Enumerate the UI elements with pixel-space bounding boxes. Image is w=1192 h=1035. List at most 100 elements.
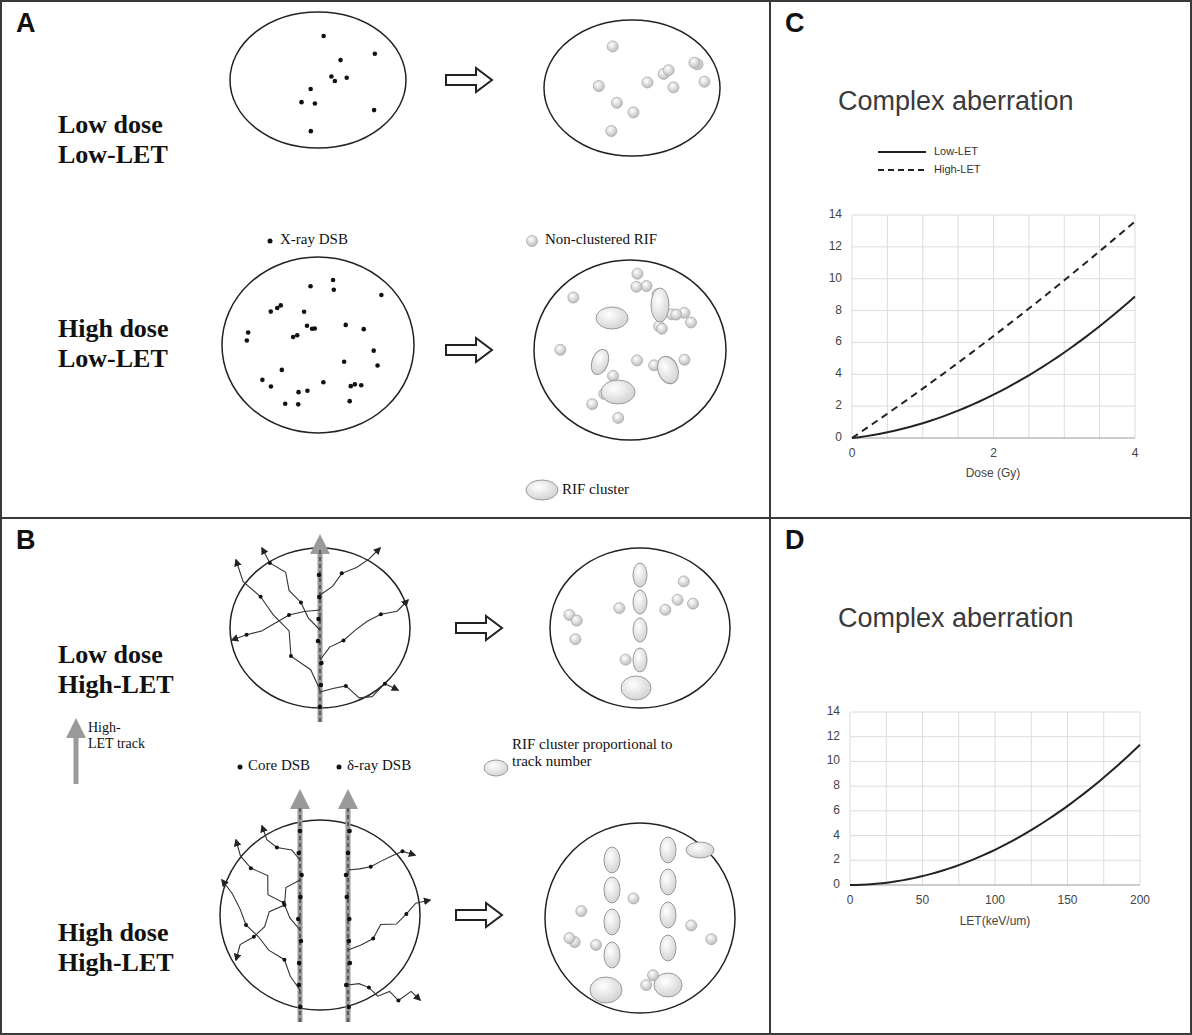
dsb-dot [337,765,342,770]
legend-line-sample [878,169,926,171]
dsb-dot [313,101,318,106]
dsb-dot [329,74,334,79]
dsb-dot [331,278,336,283]
rif-cluster [660,869,676,895]
dsb-dot [369,865,373,869]
process-arrow [456,616,502,640]
rif-cluster [604,909,620,935]
rif-focus [641,980,652,991]
key-text: δ-ray DSB [347,757,411,774]
dsb-dot [299,600,303,604]
dsb-dot [310,327,315,332]
rif-cluster [484,760,508,776]
dsb-dot [347,399,352,404]
chart-grid [852,215,1135,438]
dsb-dot [371,937,375,941]
dsb-dot [343,323,348,328]
dsb-dot [282,903,286,907]
tick-label: 14 [827,705,840,719]
tick-label: 12 [827,730,840,744]
rif-focus [706,934,717,945]
dsb-dot [317,573,322,578]
dsb-dot [296,851,301,856]
panel-letter: C [785,8,805,39]
chart-title: Complex aberration [838,86,1074,117]
dsb-dot [268,561,272,565]
rif-cluster [633,648,647,672]
condition-label: High dose Low-LET [58,314,218,374]
delta-ray [348,851,415,870]
key-text: High-LET track [88,720,146,752]
dsb-dot [361,327,366,332]
delta-ray [232,610,320,640]
dsb-dot [347,829,352,834]
rif-focus [660,604,671,615]
delta-ray [320,548,380,595]
cell-nucleus [220,820,420,1010]
tick-label: 8 [835,304,842,318]
dsb-dot [346,851,351,856]
dsb-dot [379,612,383,616]
figure-panel: C [769,0,1192,519]
rif-focus [571,615,582,626]
figure-panel: A [0,0,771,519]
rif-cluster [633,563,647,587]
rif-focus [628,893,639,904]
low-let-curve [852,297,1135,438]
dsb-dot [331,287,336,292]
dsb-dot [268,239,273,244]
rif-cluster [590,977,622,1003]
dsb-dot [317,595,322,600]
tick-label: 2 [835,399,842,413]
rif-cluster [588,347,612,377]
panel-letter: B [16,525,36,556]
dsb-dot [348,961,353,966]
rif-focus [527,236,538,247]
key-text: RIF cluster proportional to track number [512,736,684,771]
dsb-dot [298,895,303,900]
rif-focus [699,76,710,87]
dsb-dot [347,939,352,944]
dsb-dot [308,284,313,289]
rif-cluster [654,353,682,386]
dsb-dot [400,849,404,853]
tick-label: 50 [916,894,929,908]
rif-focus [628,107,639,118]
rif-focus [663,65,674,76]
dsb-dot [318,705,323,710]
high-let-curve [852,221,1135,438]
dsb-dot [260,378,265,383]
let-curve [850,745,1140,885]
rif-focus [590,939,601,950]
delta-ray [236,560,320,690]
process-arrow [446,68,492,92]
figure-panel: D [769,517,1192,1035]
rif-focus [679,354,690,365]
key-text: Core DSB [248,757,310,774]
rif-cluster [651,288,669,322]
cell-nucleus [550,548,730,708]
process-arrow [456,903,502,927]
chart-grid [850,712,1140,885]
dsb-dot [302,309,307,314]
dsb-dot [299,873,304,878]
dsb-dot [275,846,279,850]
tick-label: 0 [835,431,842,445]
rif-cluster [686,842,714,858]
legend-text: High-LET [934,163,980,176]
dsb-dot [244,923,248,927]
rif-focus [607,41,618,52]
rif-focus [668,82,679,93]
rif-cluster [660,935,676,961]
rif-focus [611,97,622,108]
tick-label: 100 [985,894,1005,908]
dsb-dot [319,661,324,666]
axis-title: Dose (Gy) [966,467,1021,481]
tick-label: 2 [833,853,840,867]
tick-label: 14 [829,208,842,222]
panel-letter: D [785,525,805,556]
rif-focus [641,281,652,292]
delta-ray [262,826,300,860]
dsb-dot [297,961,302,966]
